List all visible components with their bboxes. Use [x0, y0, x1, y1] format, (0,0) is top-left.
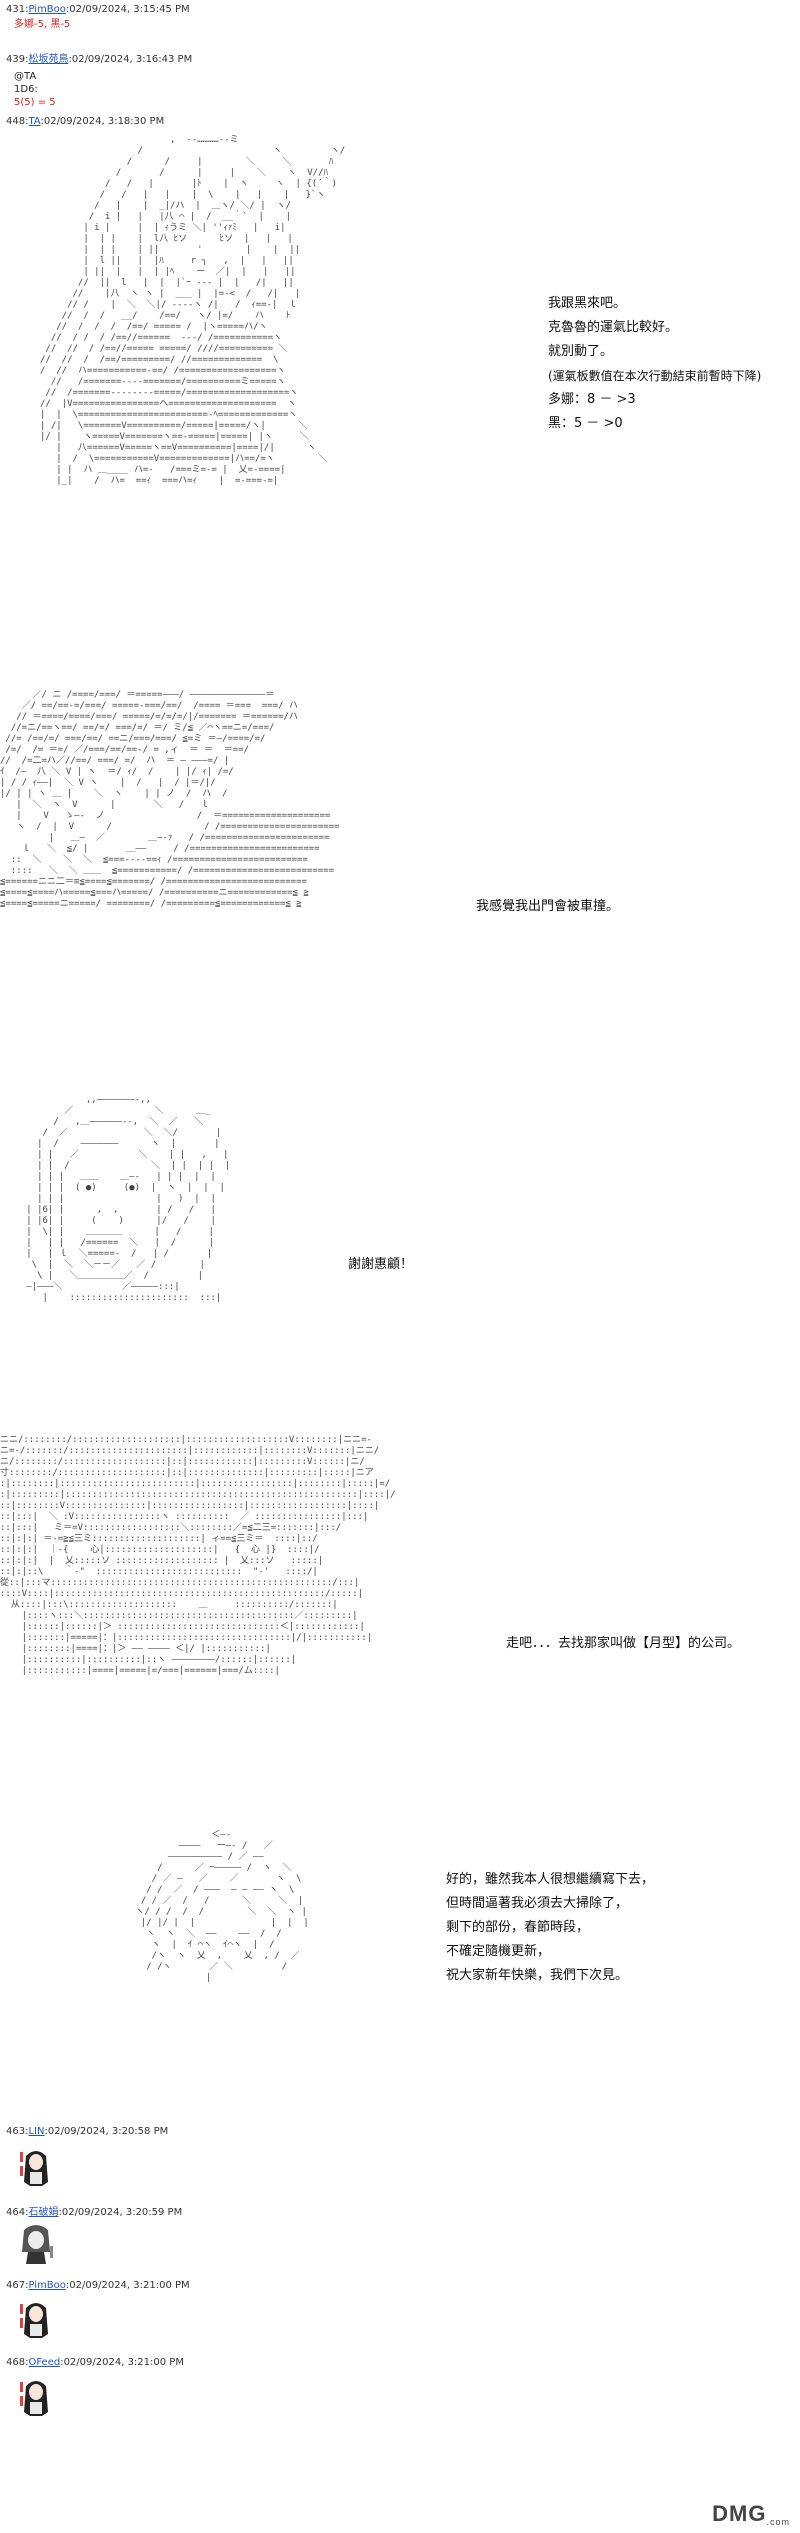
- post-body-439: @TA 1D6: 5(5) = 5: [14, 70, 56, 109]
- post-body-431: 多娜-5, 黑-5: [14, 18, 70, 31]
- poster-name-link[interactable]: PimBoo: [28, 2280, 66, 2291]
- speech-panel-2: 我感覺我出門會被車撞。: [476, 895, 619, 919]
- speech-line: 黑：5 － >0: [548, 416, 623, 431]
- post-header-464: 464:石破娟:02/09/2024, 3:20:59 PM: [6, 2203, 182, 2218]
- post-time: :02/09/2024, 3:21:00 PM: [60, 2357, 184, 2368]
- post-header-467: 467:PimBoo:02/09/2024, 3:21:00 PM: [6, 2280, 190, 2291]
- post-header-468: 468:OFeed:02/09/2024, 3:21:00 PM: [6, 2357, 184, 2368]
- speech-line: 克魯魯的運氣比較好。: [548, 320, 679, 335]
- post-time: :02/09/2024, 3:16:43 PM: [68, 54, 193, 65]
- post-header-448: 448:TA:02/09/2024, 3:18:30 PM: [6, 116, 164, 127]
- speech-line: 不確定隨機更新，: [446, 1944, 551, 1959]
- dice-result: 5(5) = 5: [14, 97, 56, 108]
- site-watermark-logo: DMG.com: [712, 2501, 790, 2527]
- avatar-girl-icon: [16, 2146, 56, 2188]
- speech-line: 我跟黑來吧。: [548, 296, 627, 311]
- speech-line: 謝謝惠顧！: [348, 1257, 414, 1272]
- post-number: 467:: [6, 2280, 29, 2291]
- speech-line: 走吧．．．去找那家叫做【月型】的公司。: [506, 1636, 741, 1651]
- speech-line: 就別動了。: [548, 344, 614, 359]
- speech-line: 祝大家新年快樂，我們下次見。: [446, 1968, 629, 1983]
- post-text: 多娜-5, 黑-5: [14, 19, 71, 30]
- post-header-431: 431:PimBoo:02/09/2024, 3:15:45 PM: [6, 4, 190, 15]
- speech-line: 多娜：8 － >3: [548, 392, 636, 407]
- post-text: @TA: [14, 71, 37, 82]
- poster-name-link[interactable]: LIN: [28, 2126, 45, 2137]
- post-number: 468:: [6, 2357, 29, 2368]
- post-header-463: 463:LIN:02/09/2024, 3:20:58 PM: [6, 2126, 168, 2137]
- poster-name-link[interactable]: PimBoo: [28, 4, 66, 15]
- post-text: 1D6:: [14, 84, 38, 95]
- ascii-art-man: ,,―――――――-,, ／ ＼ ＿_ / ,＿――――――‐-, ＼ ／ ＼ …: [26, 1095, 231, 1303]
- ascii-art-girl-shadow: ニニ/::::::::/::::::::::::::::::::|:::::::…: [0, 1435, 396, 1676]
- speech-line: 剩下的部份，春節時段，: [446, 1920, 590, 1935]
- post-header-439: 439:松坂苑鳥:02/09/2024, 3:16:43 PM: [6, 50, 192, 65]
- avatar-girl-icon: [16, 2376, 56, 2418]
- post-number: 439:: [6, 54, 29, 65]
- poster-name-link[interactable]: OFeed: [28, 2357, 61, 2368]
- speech-panel-4: 走吧．．．去找那家叫做【月型】的公司。: [506, 1632, 740, 1656]
- poster-name-link[interactable]: TA: [28, 116, 41, 127]
- post-time: :02/09/2024, 3:21:00 PM: [65, 2280, 190, 2291]
- post-number: 448:: [6, 116, 29, 127]
- speech-line: 但時間逼著我必須去大掃除了，: [446, 1896, 629, 1911]
- post-number: 463:: [6, 2126, 29, 2137]
- avatar-old-man-icon: [16, 2222, 56, 2264]
- post-time: :02/09/2024, 3:20:58 PM: [44, 2126, 169, 2137]
- poster-name-link[interactable]: 石破娟: [28, 2207, 59, 2218]
- poster-name-link[interactable]: 松坂苑鳥: [28, 54, 69, 65]
- speech-line: 我感覺我出門會被車撞。: [476, 899, 620, 914]
- ascii-art-chibi: ＜―- ―――― ー―‐ / ／ ―――――――――― / ／ ―― / ／ ｰ…: [135, 1830, 309, 1983]
- post-time: :02/09/2024, 3:20:59 PM: [58, 2207, 183, 2218]
- watermark-suffix: .com: [766, 2517, 790, 2527]
- post-time: :02/09/2024, 3:15:45 PM: [65, 4, 190, 15]
- post-number: 431:: [6, 4, 29, 15]
- speech-panel-3: 謝謝惠顧！: [348, 1253, 413, 1277]
- ascii-art-girl-side: ／/ ニ /====/===/ ＝=====―――/ ―――――――――――――…: [0, 690, 340, 909]
- watermark-text: DMG: [712, 2501, 767, 2526]
- speech-line: 好的，雖然我本人很想繼續寫下去，: [446, 1872, 655, 1887]
- speech-panel-1: 我跟黑來吧。 克魯魯的運氣比較好。 就別動了。 (運氣板數值在本次行動結束前暫時…: [548, 292, 761, 436]
- post-time: :02/09/2024, 3:18:30 PM: [40, 116, 165, 127]
- avatar-girl-icon: [16, 2298, 56, 2340]
- post-number: 464:: [6, 2207, 29, 2218]
- speech-panel-5: 好的，雖然我本人很想繼續寫下去， 但時間逼著我必須去大掃除了， 剩下的部份，春節…: [446, 1868, 654, 1988]
- ascii-art-girl: , -‐…………‐-ミ / ヽ ヽ/ / / | ＼ ＼ ﾊ / / | | ＼…: [40, 135, 346, 486]
- speech-line: (運氣板數值在本次行動結束前暫時下降): [548, 369, 762, 383]
